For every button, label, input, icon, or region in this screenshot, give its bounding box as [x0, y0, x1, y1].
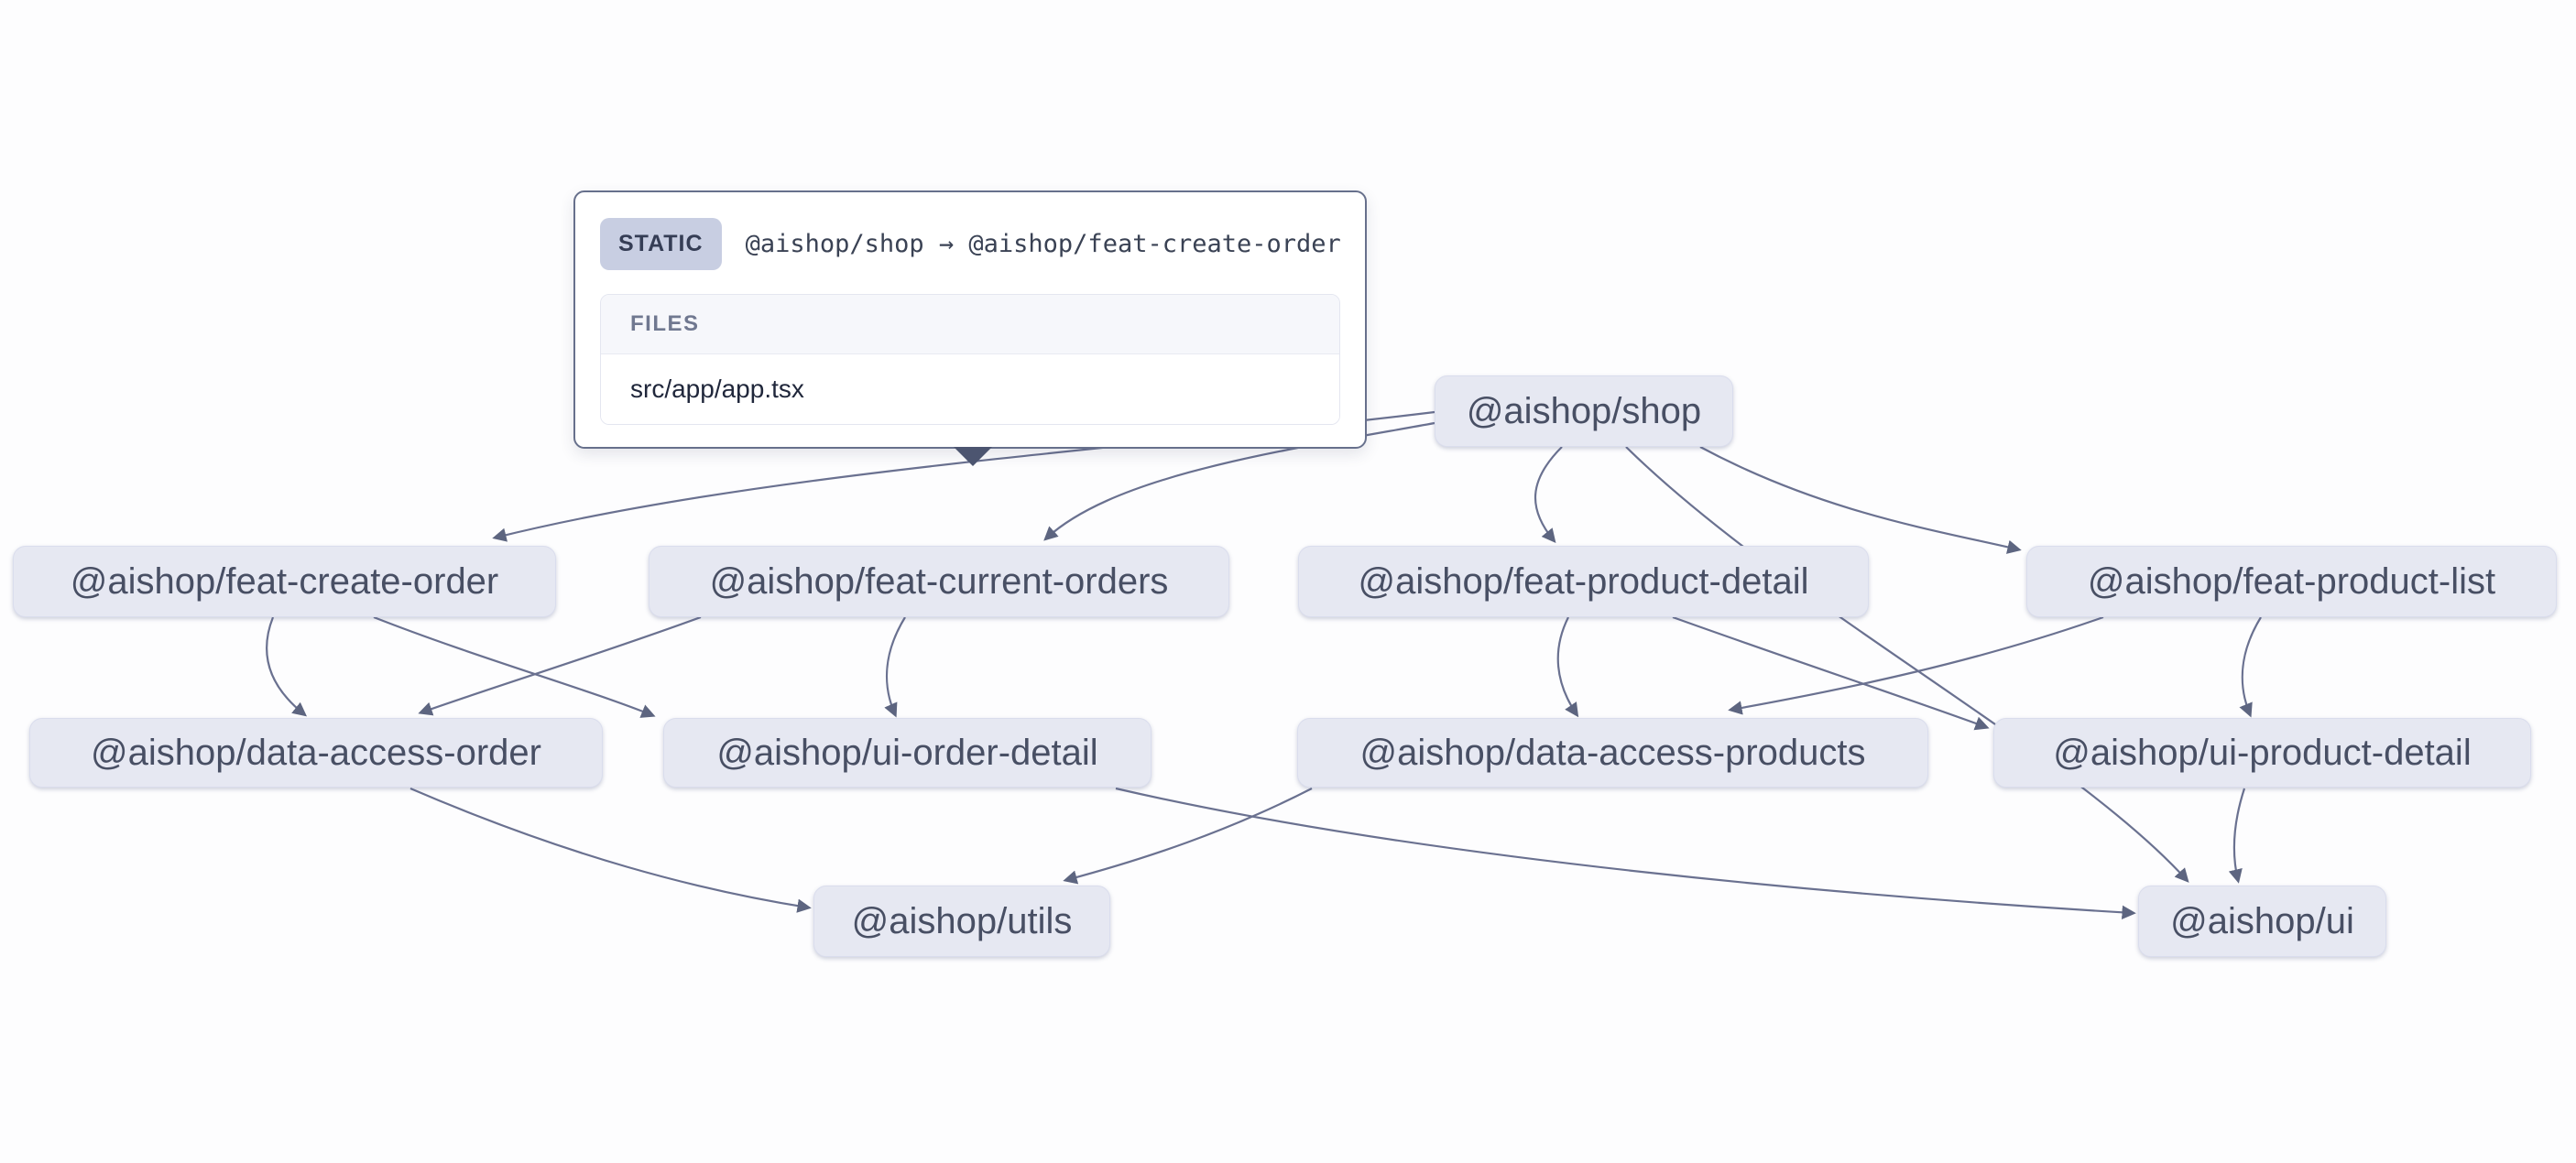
edge-tooltip-title: @aishop/shop → @aishop/feat-create-order	[745, 230, 1341, 258]
edge-tooltip-header: STATIC @aishop/shop → @aishop/feat-creat…	[575, 192, 1365, 288]
graph-node-shop[interactable]: @aishop/shop	[1435, 375, 1733, 447]
edge-data-access-products-utils[interactable]	[1063, 788, 1313, 885]
edge-shop-feat-product-detail[interactable]	[1534, 446, 1563, 543]
graph-node-utils[interactable]: @aishop/utils	[813, 886, 1110, 957]
graph-node-feat-product-list[interactable]: @aishop/feat-product-list	[2026, 546, 2557, 617]
graph-node-ui-order-detail[interactable]: @aishop/ui-order-detail	[663, 718, 1152, 788]
edge-feat-product-detail-ui-product-detail[interactable]	[1672, 615, 1990, 731]
edge-feat-current-orders-ui-order-detail[interactable]	[884, 616, 906, 718]
edge-feat-product-detail-data-access-products[interactable]	[1556, 616, 1579, 718]
edge-files-header: FILES	[601, 295, 1339, 354]
edge-ui-order-detail-ui[interactable]	[1115, 787, 2136, 920]
edge-feat-create-order-ui-order-detail[interactable]	[373, 615, 656, 718]
graph-node-ui-product-detail[interactable]: @aishop/ui-product-detail	[1993, 718, 2531, 788]
edge-shop-feat-current-orders[interactable]	[1043, 421, 1435, 541]
graph-node-feat-create-order[interactable]: @aishop/feat-create-order	[13, 546, 556, 617]
edge-file-item: src/app/app.tsx	[601, 354, 1339, 424]
edge-data-access-order-utils[interactable]	[409, 787, 812, 913]
edge-feat-current-orders-data-access-order[interactable]	[418, 615, 702, 716]
edge-ui-product-detail-ui[interactable]	[2228, 788, 2246, 884]
graph-node-data-access-order[interactable]: @aishop/data-access-order	[29, 718, 603, 788]
edge-feat-create-order-data-access-order[interactable]	[266, 616, 308, 717]
edge-feat-product-list-ui-product-detail[interactable]	[2239, 616, 2262, 718]
edge-shop-feat-product-list[interactable]	[1699, 446, 2022, 554]
edge-shop-ui[interactable]	[1625, 446, 2189, 883]
edge-tooltip: STATIC @aishop/shop → @aishop/feat-creat…	[573, 190, 1367, 449]
graph-node-feat-product-detail[interactable]: @aishop/feat-product-detail	[1298, 546, 1869, 617]
edge-tooltip-pointer-icon	[954, 447, 992, 466]
graph-node-feat-current-orders[interactable]: @aishop/feat-current-orders	[649, 546, 1229, 617]
edge-feat-product-list-data-access-products[interactable]	[1728, 615, 2104, 715]
graph-node-ui[interactable]: @aishop/ui	[2138, 886, 2386, 957]
edge-files-box: FILES src/app/app.tsx	[600, 294, 1340, 425]
edge-type-badge: STATIC	[600, 218, 722, 270]
graph-node-data-access-products[interactable]: @aishop/data-access-products	[1297, 718, 1928, 788]
